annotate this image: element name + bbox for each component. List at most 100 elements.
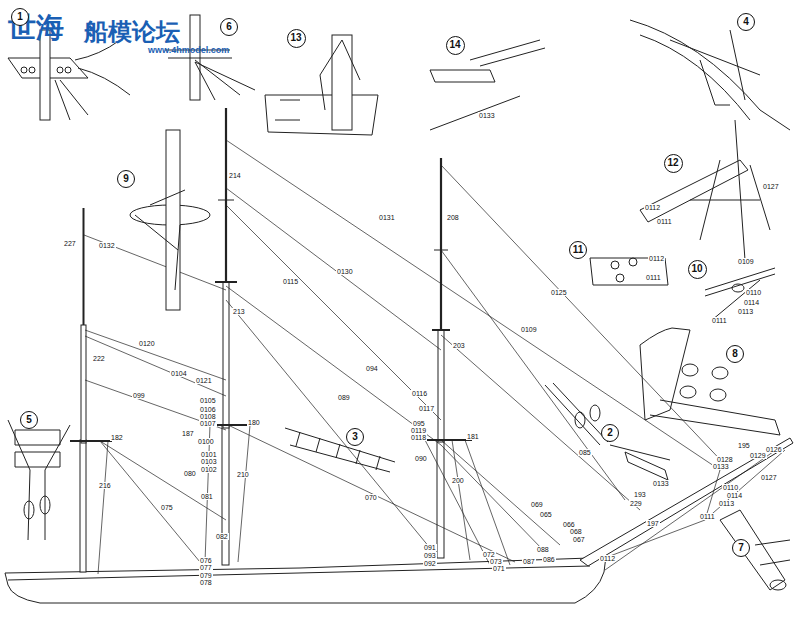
callout-number: 070: [364, 494, 378, 501]
callout-number: 085: [578, 449, 592, 456]
callout-number: 066: [562, 521, 576, 528]
callout-number: 0110: [745, 289, 762, 296]
callout-number: 195: [737, 442, 751, 449]
callout-number: 200: [451, 477, 465, 484]
callout-number: 0110: [722, 484, 739, 491]
callout-number: 180: [247, 419, 261, 426]
callout-number: 0128: [716, 456, 734, 463]
callout-number: 0130: [336, 268, 354, 275]
callout-number: 078: [199, 579, 213, 586]
callout-number: 094: [365, 365, 379, 372]
detail-circle: 14: [446, 36, 465, 55]
callout-number: 0106: [199, 406, 217, 413]
callout-number: 0126: [765, 446, 783, 453]
callout-number: 0129: [749, 452, 767, 459]
callout-number: 0105: [199, 397, 217, 404]
callout-number: 095: [412, 420, 426, 427]
detail-number: 5: [26, 415, 32, 425]
callout-number: 091: [423, 544, 437, 551]
callout-number: 092: [423, 560, 437, 567]
callout-number: 089: [337, 394, 351, 401]
callout-number: 0111: [645, 274, 662, 281]
callout-number: 0101: [200, 451, 218, 458]
callout-number: 208: [446, 214, 460, 221]
callout-number: 0109: [737, 258, 755, 265]
detail-number: 6: [226, 22, 232, 32]
callout-number: 0117: [418, 405, 435, 412]
watermark: www.4hmodel.com: [148, 46, 229, 55]
callout-number: 0100: [197, 438, 215, 445]
detail-circle: 1: [11, 8, 29, 26]
detail-circle: 3: [346, 428, 364, 446]
detail-circle: 9: [117, 170, 135, 188]
detail-number: 10: [691, 264, 702, 274]
callout-number: 099: [132, 392, 146, 399]
callout-number: 197: [646, 520, 660, 527]
detail-circle: 7: [732, 539, 750, 557]
callout-number: 0111: [711, 317, 728, 324]
detail-number: 3: [352, 432, 358, 442]
callout-number: 087: [522, 558, 536, 565]
callout-number: 0114: [726, 492, 743, 499]
callout-number: 0121: [195, 377, 213, 384]
detail-number: 8: [732, 349, 738, 359]
callout-number: 214: [228, 172, 242, 179]
callout-number: 0127: [760, 474, 778, 481]
callout-number: 072: [482, 551, 496, 558]
callout-number: 077: [199, 564, 213, 571]
callout-number: 187: [181, 430, 195, 437]
callout-number: 075: [160, 504, 174, 511]
callout-number: 216: [98, 482, 112, 489]
callout-number: 181: [466, 433, 480, 440]
callout-number: 0119: [410, 427, 427, 434]
callout-number: 0111: [656, 218, 673, 225]
callout-number: 0104: [170, 370, 188, 377]
callout-number: 0118: [410, 434, 427, 441]
callout-number: 0112: [648, 255, 665, 262]
callout-number: 0115: [282, 278, 299, 285]
callout-number: 073: [489, 558, 503, 565]
callout-number: 0113: [718, 500, 735, 507]
callout-number: 076: [199, 557, 213, 564]
detail-number: 12: [667, 158, 678, 168]
callout-number: 0102: [200, 466, 218, 473]
callout-number: 229: [629, 500, 643, 507]
callout-number: 093: [423, 552, 437, 559]
detail-circle: 12: [664, 154, 683, 173]
callout-number: 193: [633, 491, 647, 498]
callout-number: 071: [492, 565, 506, 572]
callout-number: 0113: [737, 308, 754, 315]
callout-number: 081: [200, 493, 214, 500]
callout-number: 222: [92, 355, 106, 362]
detail-number: 14: [449, 40, 460, 50]
callout-number: 0112: [644, 204, 661, 211]
callout-number: 067: [572, 536, 586, 543]
callout-number: 0127: [762, 183, 780, 190]
detail-circle: 8: [726, 345, 744, 363]
detail-number: 7: [738, 543, 744, 553]
callout-number: 203: [452, 342, 466, 349]
detail-circle: 5: [20, 411, 38, 429]
callout-number: 0120: [138, 340, 156, 347]
callout-number: 182: [110, 434, 124, 441]
callout-number: 0112: [599, 555, 616, 562]
detail-circle: 4: [737, 13, 755, 31]
detail-number: 4: [743, 17, 749, 27]
detail-number: 11: [573, 245, 584, 255]
detail-circle: 2: [601, 424, 619, 442]
callout-number: 0125: [550, 289, 568, 296]
callout-number: 086: [542, 556, 556, 563]
callout-number: 0109: [520, 326, 538, 333]
detail-number: 2: [607, 428, 613, 438]
detail-circle: 13: [287, 29, 306, 48]
callout-number: 227: [63, 240, 77, 247]
callout-number: 0107: [199, 420, 217, 427]
callout-number: 0108: [199, 413, 217, 420]
callout-number: 0116: [411, 390, 428, 397]
callout-number: 0111: [699, 513, 716, 520]
detail-circle: 6: [220, 18, 238, 36]
callout-number: 079: [199, 572, 213, 579]
callout-number: 210: [236, 471, 250, 478]
detail-circle: 11: [569, 241, 587, 259]
